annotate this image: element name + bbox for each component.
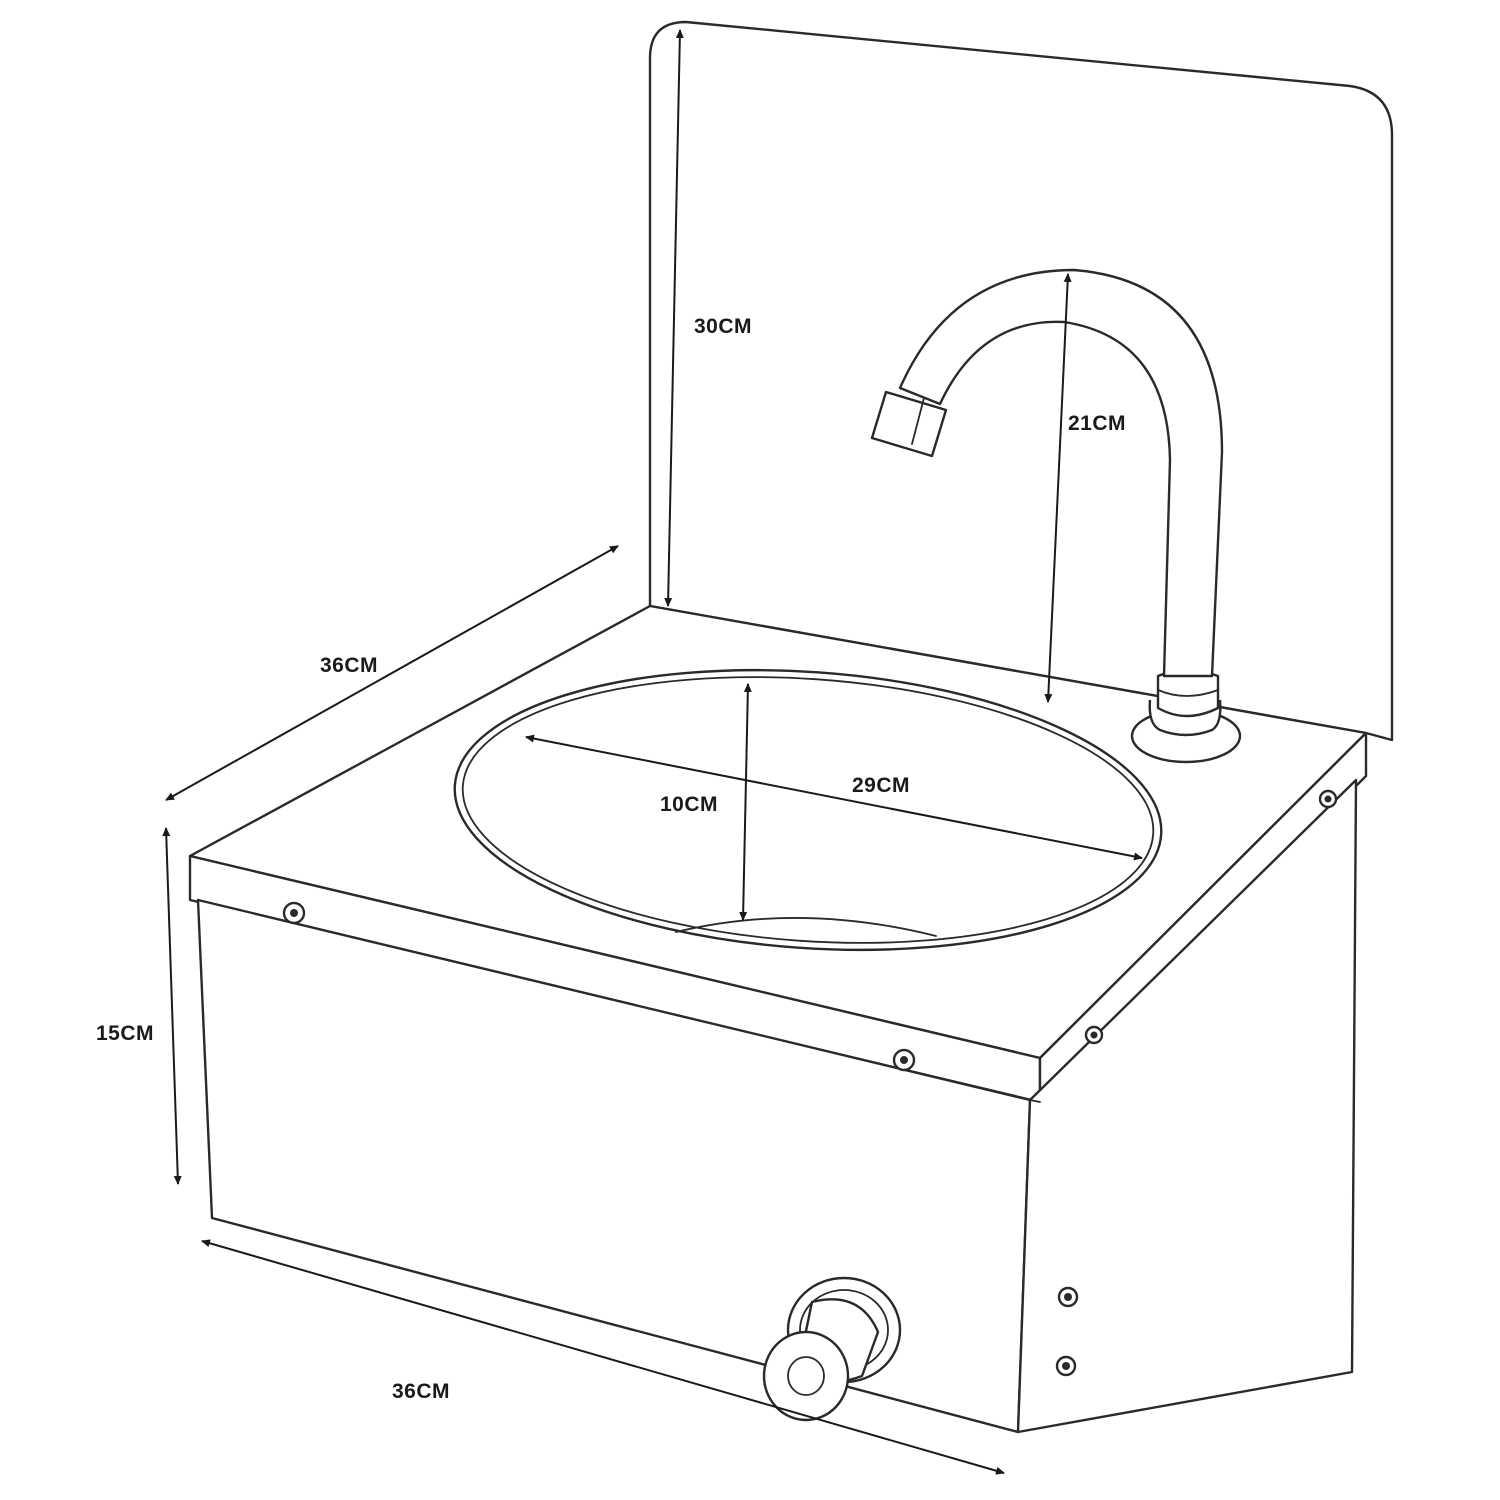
screws <box>282 789 1338 1377</box>
dim-depth <box>165 545 619 801</box>
gooseneck-tap <box>870 268 1242 764</box>
label-bowl-diameter: 29CM <box>852 774 910 797</box>
label-body-height: 15CM <box>96 1022 154 1045</box>
label-tap-height: 21CM <box>1068 412 1126 435</box>
screw-icon <box>1318 789 1338 809</box>
screw-icon <box>1084 1025 1104 1045</box>
label-backsplash-height: 30CM <box>694 315 752 338</box>
dimension-labels: 30CM 21CM 36CM 10CM 29CM 15CM 36CM <box>96 315 1126 1403</box>
screw-icon <box>1057 1286 1079 1308</box>
dim-tap-height <box>1044 273 1072 703</box>
label-width: 36CM <box>392 1380 450 1403</box>
dim-width <box>201 1239 1005 1475</box>
screw-icon <box>892 1048 916 1072</box>
dimension-lines <box>162 29 1143 1475</box>
screw-icon <box>282 901 306 925</box>
dim-backsplash-height <box>664 29 684 607</box>
screw-icon <box>1055 1355 1077 1377</box>
label-depth: 36CM <box>320 654 378 677</box>
label-bowl-depth: 10CM <box>660 793 718 816</box>
dim-body-height <box>162 827 182 1185</box>
dim-bowl-diameter <box>525 734 1143 861</box>
